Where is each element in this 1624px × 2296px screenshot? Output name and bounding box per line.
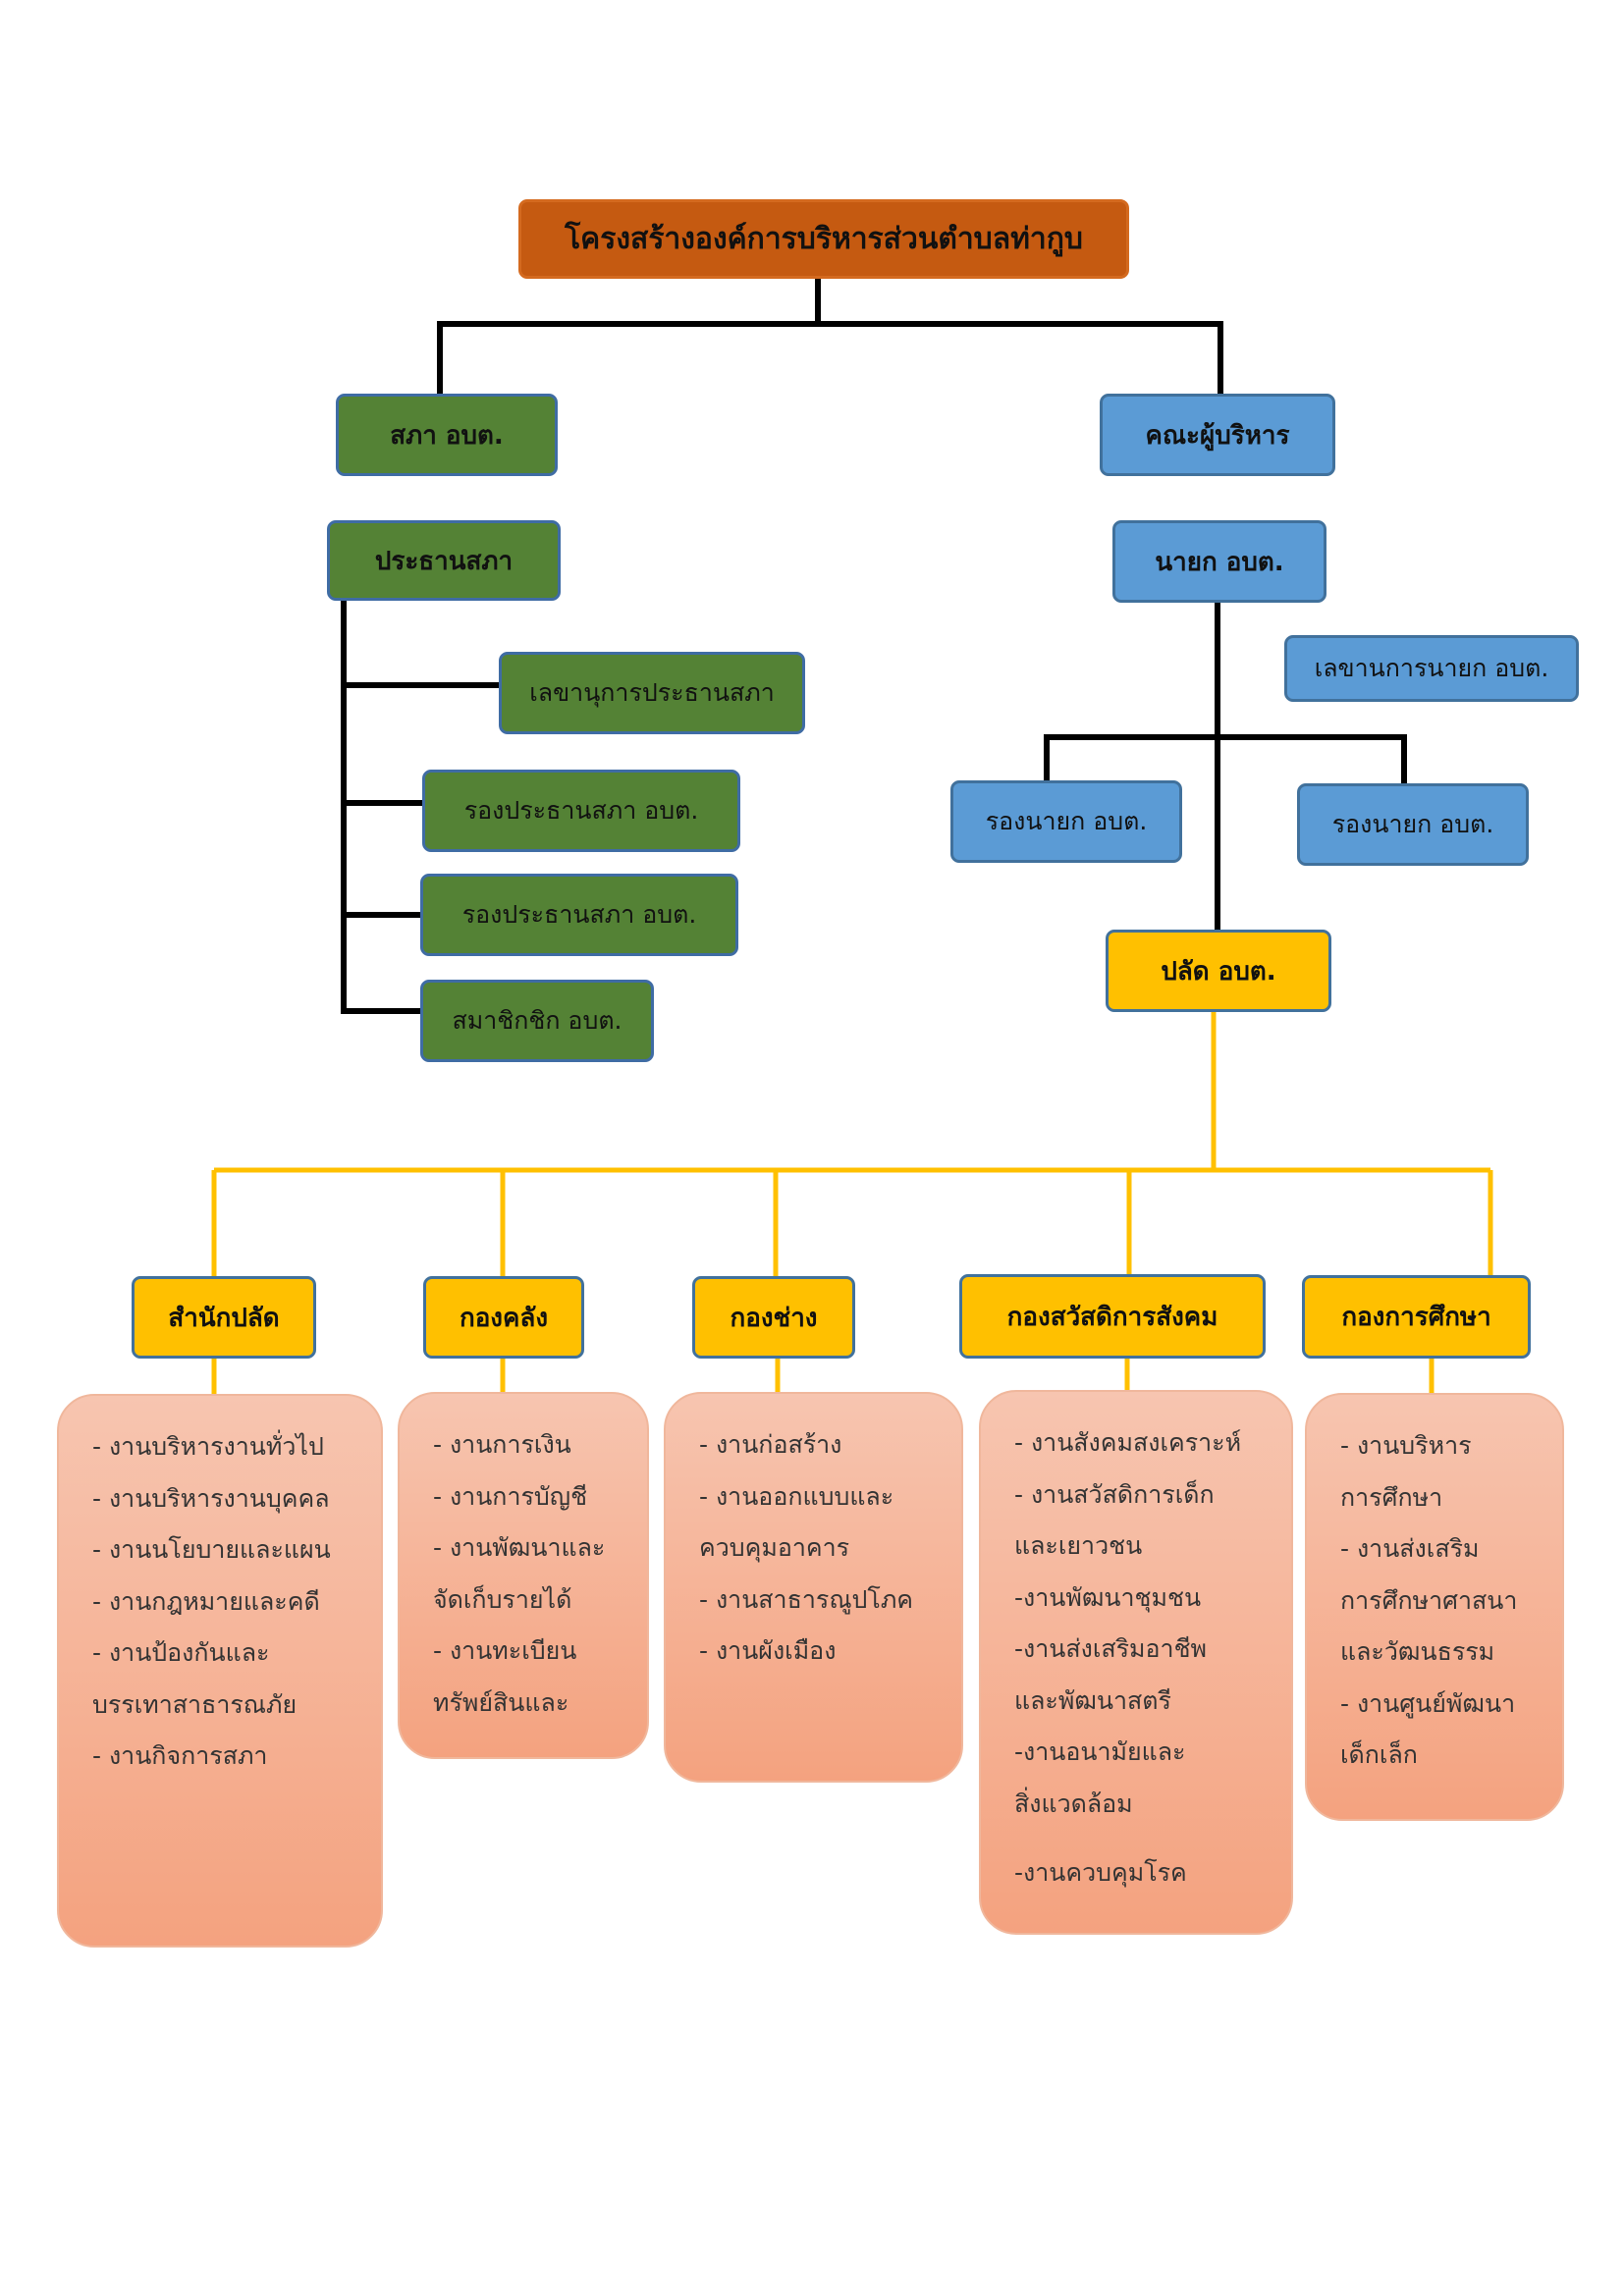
- council-members-box: สมาชิกชิก อบต.: [420, 980, 654, 1062]
- duty-item: ควบคุมอาคาร: [699, 1533, 850, 1562]
- council-chair-box: ประธานสภา: [327, 520, 561, 601]
- duty-item: -งานอนามัยและ: [1014, 1737, 1186, 1766]
- duty-item: - งานสวัสดิการเด็ก: [1014, 1479, 1215, 1509]
- division-box: กองคลัง: [423, 1276, 584, 1359]
- duty-item: - งานออกแบบและ: [699, 1481, 894, 1511]
- duty-item: - งานบริหารงานบุคคล: [92, 1483, 330, 1513]
- chart-title: โครงสร้างองค์การบริหารส่วนตำบลท่ากูบ: [518, 199, 1129, 279]
- duty-item: - งานผังเมือง: [699, 1636, 837, 1665]
- duty-item: - งานทะเบียน: [433, 1636, 577, 1665]
- duty-item: -งานควบคุมโรค: [1014, 1858, 1187, 1887]
- duty-item: - งานบริหาร: [1340, 1431, 1472, 1460]
- duty-item: - งานก่อสร้าง: [699, 1430, 842, 1459]
- duty-item: และวัฒนธรรม: [1340, 1637, 1495, 1666]
- division-box: สำนักปลัด: [132, 1276, 316, 1359]
- clerk-box: ปลัด อบต.: [1106, 930, 1331, 1012]
- duty-item: - งานบริหารงานทั่วไป: [92, 1432, 324, 1461]
- duty-item: เด็กเล็ก: [1340, 1740, 1418, 1769]
- duty-item: - งานกิจการสภา: [92, 1741, 268, 1770]
- duty-item: - งานกฎหมายและคดี: [92, 1586, 320, 1616]
- duty-list: - งานการเงิน - งานการบัญชี - งานพัฒนาและ…: [398, 1392, 649, 1759]
- duty-item: สิ่งแวดล้อม: [1014, 1789, 1133, 1818]
- division-box: กองสวัสดิการสังคม: [959, 1274, 1266, 1359]
- duty-item: และเยาวชน: [1014, 1531, 1143, 1560]
- duty-item: - งานศูนย์พัฒนา: [1340, 1688, 1516, 1718]
- executive-box: คณะผู้บริหาร: [1100, 394, 1335, 476]
- duty-list: - งานสังคมสงเคราะห์ - งานสวัสดิการเด็ก แ…: [979, 1390, 1293, 1935]
- mayor-box: นายก อบต.: [1112, 520, 1326, 603]
- duty-item: - งานสังคมสงเคราะห์: [1014, 1428, 1242, 1457]
- duty-item: - งานป้องกันและ: [92, 1638, 270, 1667]
- duty-item: - งานสาธารณูปโภค: [699, 1584, 914, 1614]
- duty-item: การศึกษาศาสนา: [1340, 1585, 1518, 1615]
- duty-item: - งานการเงิน: [433, 1430, 571, 1459]
- duty-item: การศึกษา: [1340, 1482, 1443, 1512]
- mayor-secretary-box: เลขานการนายก อบต.: [1284, 635, 1579, 702]
- duty-item: จัดเก็บรายได้: [433, 1584, 572, 1614]
- deputy-mayor-box: รองนายก อบต.: [1297, 783, 1529, 866]
- duty-list: - งานบริหาร การศึกษา - งานส่งเสริม การศึ…: [1305, 1393, 1564, 1821]
- council-vice-chair-box: รองประธานสภา อบต.: [420, 874, 738, 956]
- duty-item: -งานส่งเสริมอาชีพ: [1014, 1634, 1208, 1663]
- duty-item: บรรเทาสาธารณภัย: [92, 1689, 298, 1719]
- duty-item: ทรัพย์สินและ: [433, 1687, 569, 1717]
- deputy-mayor-box: รองนายก อบต.: [950, 780, 1182, 863]
- division-box: กองช่าง: [692, 1276, 855, 1359]
- duty-item: - งานพัฒนาและ: [433, 1533, 606, 1562]
- council-vice-chair-box: รองประธานสภา อบต.: [422, 770, 740, 852]
- division-box: กองการศึกษา: [1302, 1275, 1531, 1359]
- duty-item: - งานส่งเสริม: [1340, 1534, 1480, 1563]
- duty-item: - งานการบัญชี: [433, 1481, 588, 1511]
- duty-item: - งานนโยบายและแผน: [92, 1535, 331, 1564]
- duty-list: - งานก่อสร้าง - งานออกแบบและ ควบคุมอาคาร…: [664, 1392, 963, 1783]
- duty-list: - งานบริหารงานทั่วไป - งานบริหารงานบุคคล…: [57, 1394, 383, 1948]
- duty-item: และพัฒนาสตรี: [1014, 1685, 1171, 1715]
- council-box: สภา อบต.: [336, 394, 558, 476]
- duty-item: -งานพัฒนาชุมชน: [1014, 1582, 1202, 1612]
- council-secretary-box: เลขานุการประธานสภา: [499, 652, 805, 734]
